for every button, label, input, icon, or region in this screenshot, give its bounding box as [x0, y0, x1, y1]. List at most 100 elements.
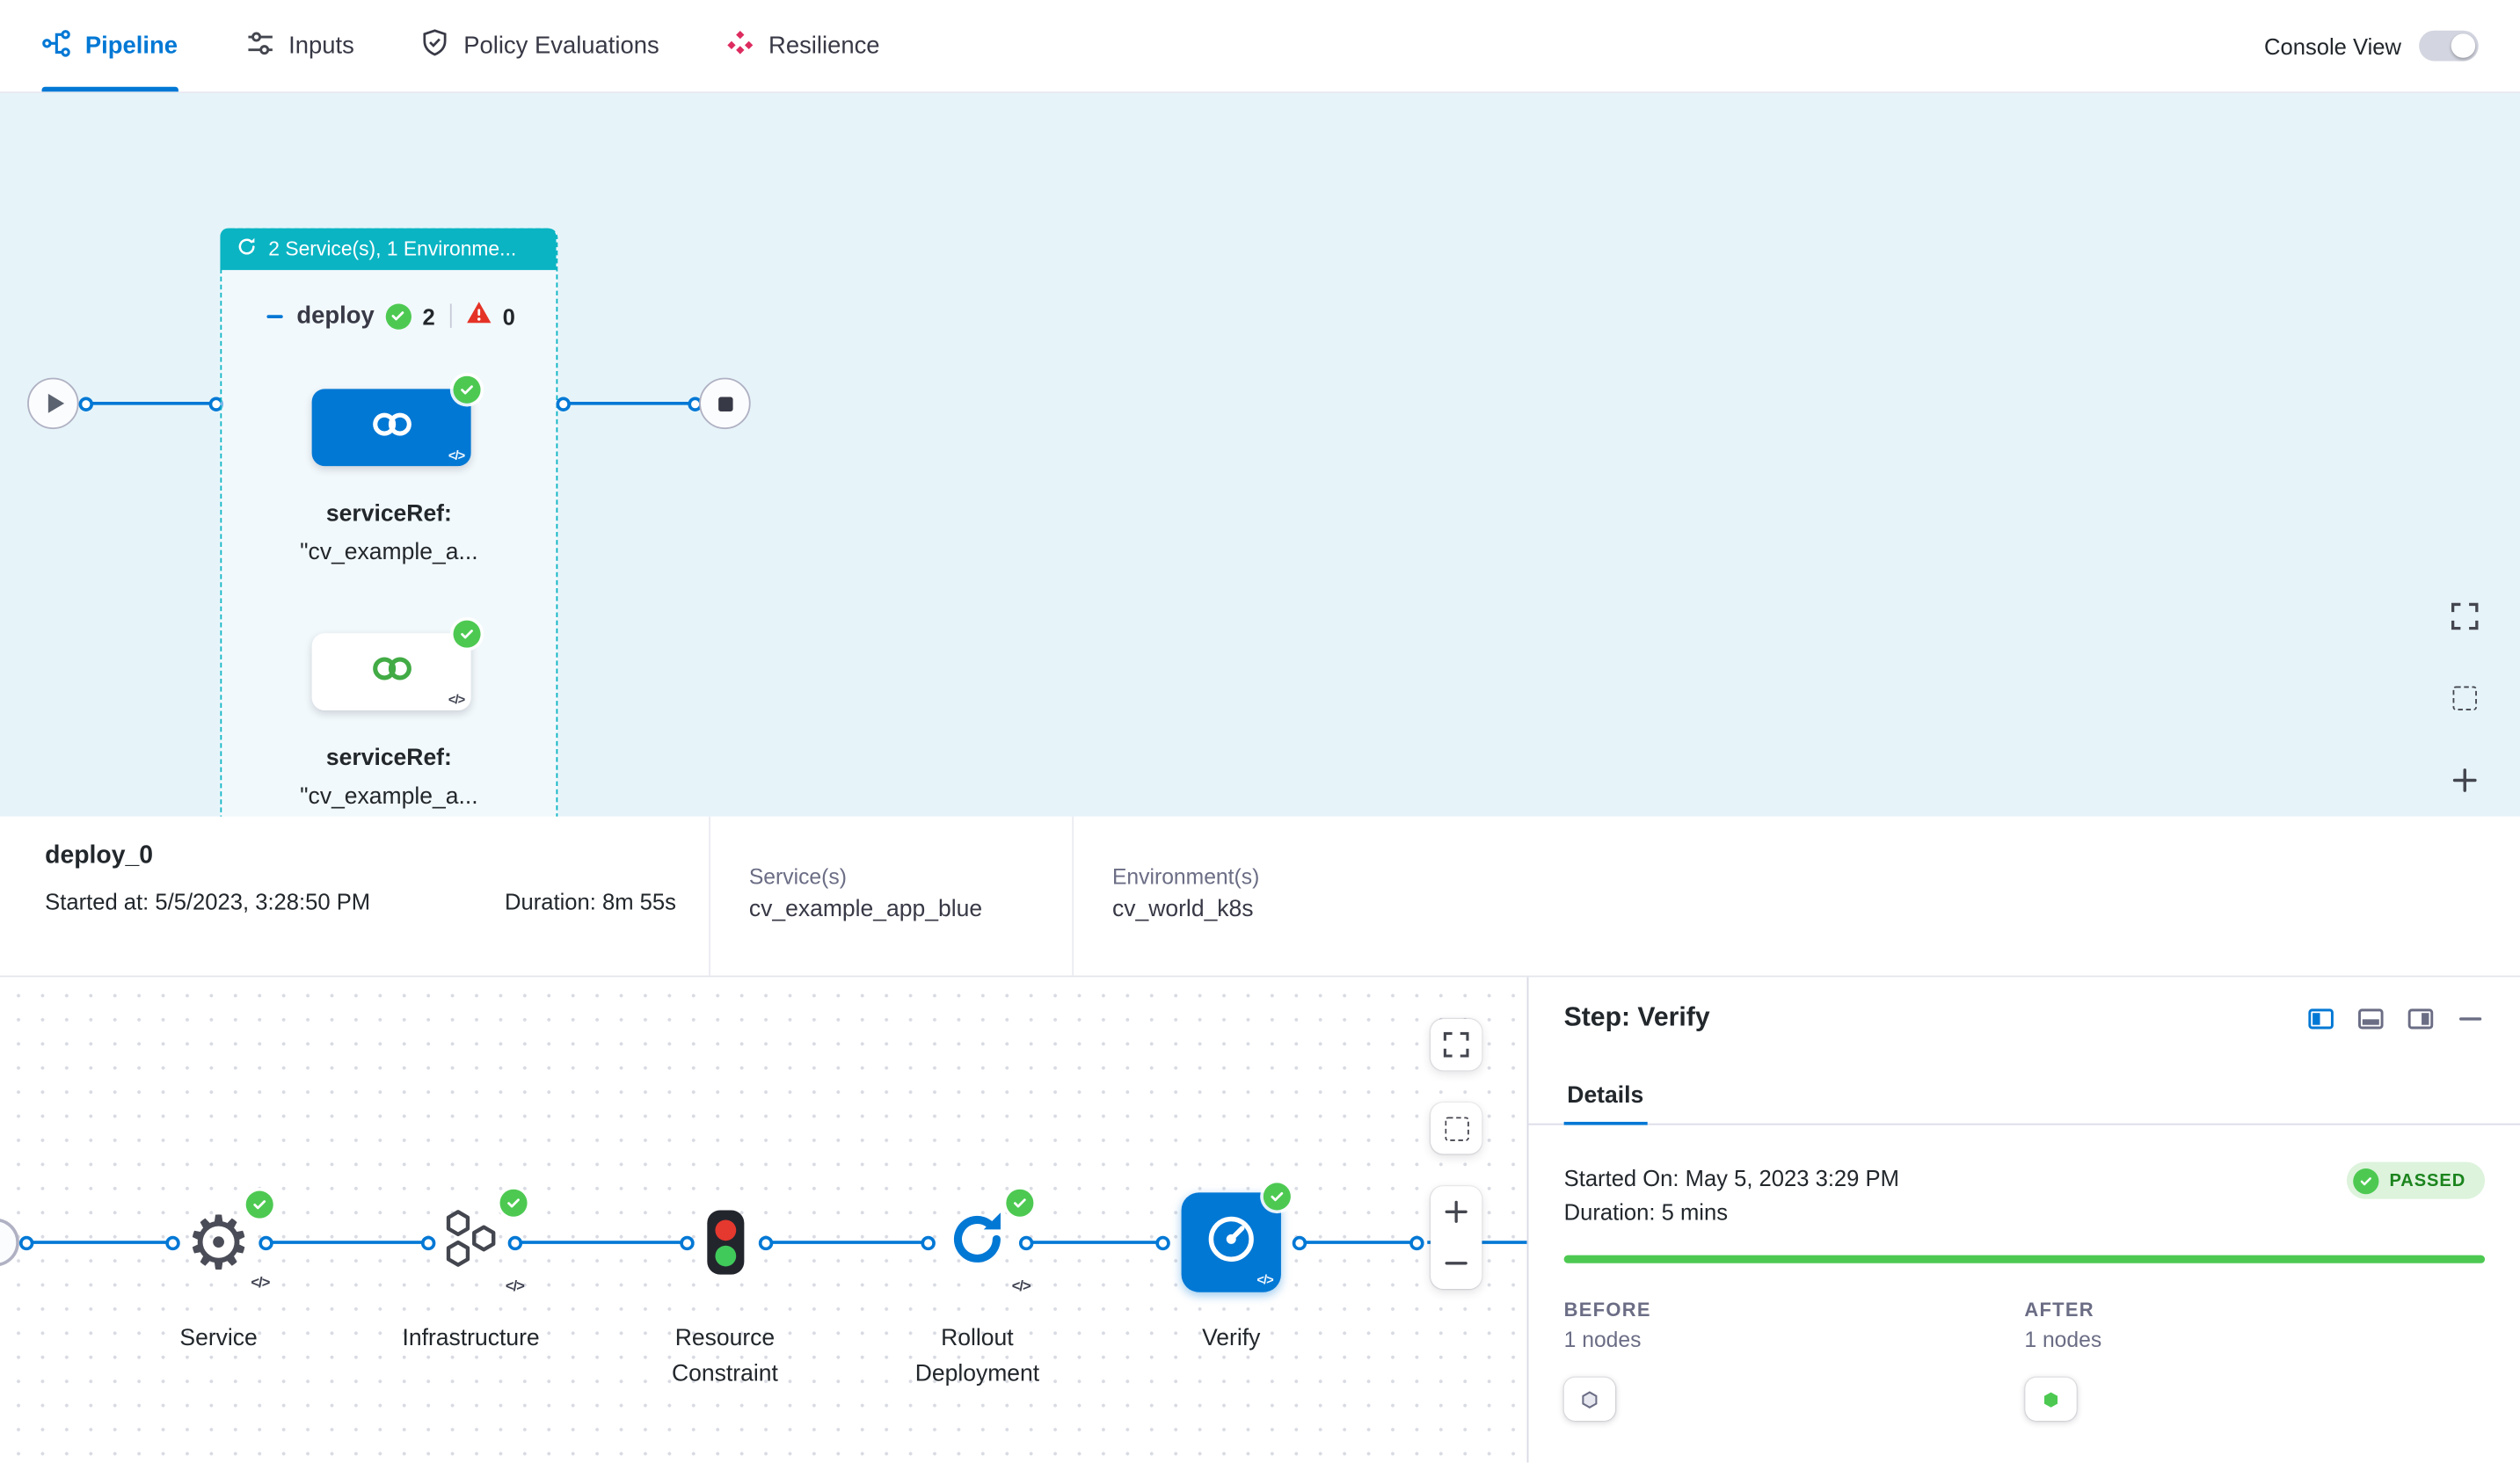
stage-header: deploy 2 0: [222, 301, 556, 331]
zoom-out-icon[interactable]: [1431, 1238, 1482, 1289]
exec-step-service[interactable]: ⚙ </> Service: [122, 1170, 315, 1357]
marquee-select-icon[interactable]: [2440, 673, 2488, 722]
tab-resilience[interactable]: Resilience: [727, 0, 880, 91]
code-icon: </>: [1011, 1277, 1031, 1293]
pipeline-icon: [42, 28, 71, 63]
exec-step-resource-constraint[interactable]: Resource Constraint: [629, 1170, 821, 1392]
before-column: BEFORE 1 nodes: [1564, 1299, 2025, 1351]
service-ref-value: "cv_example_a...: [300, 784, 478, 811]
exec-step-infrastructure[interactable]: </> Infrastructure: [375, 1170, 567, 1357]
step-label: Infrastructure: [402, 1326, 540, 1352]
after-node-chip[interactable]: [2024, 1377, 2076, 1421]
panel-tabs: Details: [1528, 1054, 2520, 1125]
collapse-icon[interactable]: [263, 304, 286, 327]
verification-progress-bar: [1563, 1255, 2486, 1263]
stage-group-badge-label: 2 Service(s), 1 Environme...: [268, 237, 517, 261]
panel-title: Step: Verify: [1563, 1002, 1710, 1032]
tab-details[interactable]: Details: [1563, 1083, 1647, 1125]
connector-dot: [758, 1234, 774, 1250]
duration-value: 8m 55s: [601, 888, 676, 915]
code-icon: </>: [251, 1274, 270, 1291]
step-icon-wrap: </>: [375, 1170, 567, 1315]
execution-graph-canvas[interactable]: ⚙ </> Service </> Infrastructure: [0, 977, 1527, 1463]
connector-dot: [1018, 1234, 1034, 1250]
service-node-1[interactable]: </>: [311, 375, 481, 467]
connector-edge: [1292, 1234, 1424, 1250]
services-label: Service(s): [748, 864, 847, 889]
layout-left-icon[interactable]: [2306, 1004, 2335, 1033]
verify-card[interactable]: </>: [1181, 1183, 1291, 1292]
success-badge-icon: [1006, 1188, 1034, 1216]
pipeline-start-node[interactable]: [27, 377, 79, 430]
pipeline-end-node[interactable]: [699, 377, 751, 430]
step-icon-wrap: </>: [881, 1170, 1074, 1315]
connector-dot: [680, 1234, 695, 1250]
stage-group-deploy[interactable]: 2 Service(s), 1 Environme... deploy 2 0 …: [220, 228, 558, 817]
execution-area: ⚙ </> Service </> Infrastructure: [0, 977, 2520, 1463]
stage-summary-bar: deploy_0 Started at: 5/5/2023, 3:28:50 P…: [0, 816, 2520, 978]
started-at-line: Started at: 5/5/2023, 3:28:50 PM: [45, 887, 505, 916]
connector-edge: [1018, 1234, 1170, 1250]
loop-icon: [237, 237, 258, 262]
minimize-icon[interactable]: [2456, 1004, 2485, 1033]
started-on-value: May 5, 2023 3:29 PM: [1685, 1165, 1899, 1191]
services-value[interactable]: cv_example_app_blue: [748, 897, 983, 923]
before-chip-col: [1563, 1377, 2025, 1421]
summary-stage-column: deploy_0 Started at: 5/5/2023, 3:28:50 P…: [45, 817, 505, 976]
console-view-toggle[interactable]: [2419, 30, 2479, 62]
check-icon: [2352, 1168, 2378, 1194]
success-badge-icon: [1263, 1183, 1291, 1211]
canvas-controls: [2440, 592, 2488, 817]
connector-dot: [259, 1234, 273, 1250]
tab-pipeline[interactable]: Pipeline: [41, 0, 178, 92]
connector-dot: [556, 396, 571, 411]
connector-dot: [78, 396, 94, 411]
exec-step-rollout-deployment[interactable]: </> Rollout Deployment: [881, 1170, 1074, 1392]
status-badge: PASSED: [2346, 1161, 2486, 1199]
stage-group-badge[interactable]: 2 Service(s), 1 Environme...: [220, 228, 557, 271]
connector-edge: [556, 396, 703, 411]
play-icon: [47, 393, 64, 413]
zoom-out-icon[interactable]: [2440, 807, 2488, 817]
tab-pipeline-label: Pipeline: [84, 32, 178, 60]
marquee-select-icon[interactable]: [1430, 1103, 1482, 1154]
success-badge-icon: [453, 375, 481, 404]
warning-count: 0: [502, 302, 515, 329]
success-count: 2: [422, 302, 435, 329]
hexagons-icon: [435, 1203, 506, 1282]
panel-header-icons: [2306, 1004, 2485, 1033]
red-light: [714, 1219, 736, 1241]
code-icon: </>: [505, 1277, 525, 1293]
nav-tabs: Pipeline Inputs Policy Evaluations Resil…: [41, 0, 880, 92]
pipeline-stage-canvas[interactable]: 2 Service(s), 1 Environme... deploy 2 0 …: [0, 93, 2520, 817]
node-chip-row: [1563, 1377, 2485, 1421]
success-badge-icon: [499, 1188, 528, 1216]
environments-value[interactable]: cv_world_k8s: [1111, 897, 1254, 923]
service-ref-label: serviceRef:: [325, 501, 452, 528]
connector-dot: [18, 1234, 34, 1250]
console-view-control: Console View: [2264, 0, 2479, 91]
tab-policy-evaluations[interactable]: Policy Evaluations: [422, 0, 659, 91]
fullscreen-icon[interactable]: [2440, 592, 2488, 640]
traffic-light-icon: [706, 1210, 744, 1275]
fullscreen-icon[interactable]: [1430, 1018, 1482, 1071]
step-meta: Started On: May 5, 2023 3:29 PM Duration…: [1564, 1162, 1899, 1230]
stage-name[interactable]: deploy: [296, 302, 375, 330]
layout-bottom-icon[interactable]: [2356, 1004, 2385, 1033]
started-at-value: 5/5/2023, 3:28:50 PM: [155, 888, 371, 915]
step-icon-wrap: [629, 1170, 821, 1315]
service-ref-value: "cv_example_a...: [300, 540, 478, 566]
service-node-2[interactable]: </>: [311, 620, 481, 710]
summary-environments-column: Environment(s) cv_world_k8s: [1072, 816, 2520, 976]
step-icon-wrap: ⚙ </>: [122, 1170, 315, 1315]
tab-inputs[interactable]: Inputs: [245, 0, 354, 91]
exec-step-verify[interactable]: </> Verify: [1135, 1170, 1328, 1357]
connector-edge: [758, 1234, 936, 1250]
zoom-in-icon[interactable]: [1431, 1186, 1482, 1237]
layout-right-icon[interactable]: [2407, 1004, 2436, 1033]
top-navigation: Pipeline Inputs Policy Evaluations Resil…: [0, 0, 2520, 94]
zoom-in-icon[interactable]: [2440, 755, 2488, 804]
connector-edge: [78, 396, 224, 411]
after-label: AFTER: [2024, 1299, 2094, 1321]
before-node-chip[interactable]: [1563, 1377, 1616, 1421]
